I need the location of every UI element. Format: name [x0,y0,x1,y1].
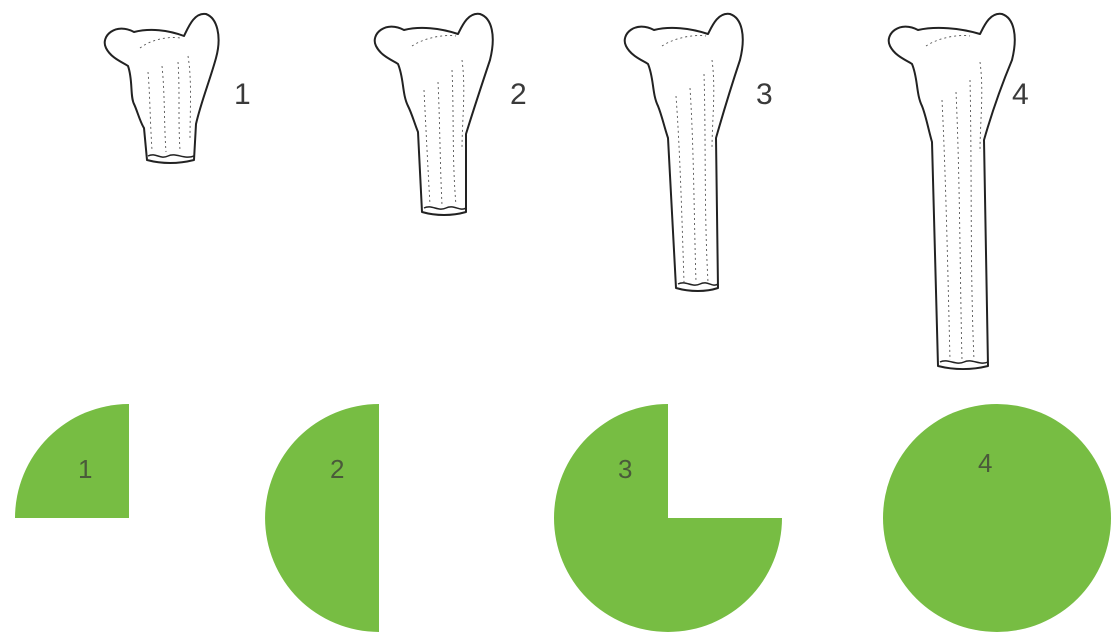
fraction-pies: 1 2 3 4 [15,404,1111,632]
bone-label-4: 4 [1012,78,1029,111]
fraction-pie-3 [554,404,782,632]
bone-label-1: 1 [234,78,251,111]
bone-label-2: 2 [510,78,527,111]
pie-label-3: 3 [618,454,632,484]
pie-label-4: 4 [978,448,992,478]
pie-label-1: 1 [78,454,92,484]
femur-illustration-4 [889,14,1015,369]
femur-illustration-2 [375,14,493,215]
pie-label-2: 2 [330,454,344,484]
bone-label-3: 3 [756,78,773,111]
fraction-pie-4 [883,404,1111,632]
femur-illustration-1 [105,14,219,163]
fraction-pie-2 [265,404,379,632]
fraction-pie-1 [15,404,129,518]
femur-illustration-3 [625,14,743,291]
